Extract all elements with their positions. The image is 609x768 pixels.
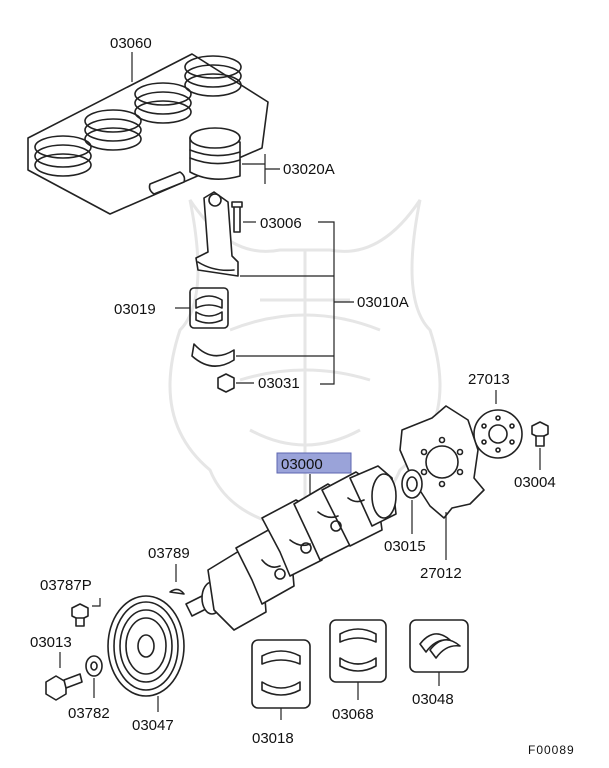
label-flex-plate-bolt[interactable]: 03004 bbox=[514, 474, 556, 491]
thrust-washer-group[interactable] bbox=[409, 619, 469, 686]
rod-nut-group[interactable] bbox=[217, 373, 254, 393]
watermark-emblem bbox=[168, 199, 442, 532]
label-crankshaft[interactable]: 03000 bbox=[281, 456, 323, 473]
rod-cap-group[interactable] bbox=[191, 343, 334, 367]
label-rod-bearing[interactable]: 03019 bbox=[114, 301, 156, 318]
label-thrust-washer[interactable]: 03048 bbox=[412, 691, 454, 708]
label-connecting-rod[interactable]: 03010A bbox=[357, 294, 409, 311]
rod-bearing-group[interactable] bbox=[175, 287, 229, 329]
piston-ring-set-2 bbox=[84, 109, 142, 151]
rod-body-leader bbox=[240, 275, 354, 303]
pulley-bolt-small-group[interactable] bbox=[71, 598, 101, 627]
crankshaft-label-highlight bbox=[276, 452, 352, 474]
label-main-bearing-upper[interactable]: 03068 bbox=[332, 706, 374, 723]
label-washer[interactable]: 03782 bbox=[68, 705, 110, 722]
label-woodruff-key[interactable]: 03789 bbox=[148, 545, 190, 562]
label-flex-plate[interactable]: 27012 bbox=[420, 565, 462, 582]
washer-group[interactable] bbox=[85, 655, 103, 698]
woodruff-key-group[interactable] bbox=[169, 564, 185, 595]
label-rod-nut[interactable]: 03031 bbox=[258, 375, 300, 392]
label-crank-pulley[interactable]: 03047 bbox=[132, 717, 174, 734]
main-bearing-upper-group[interactable] bbox=[329, 619, 387, 700]
label-pilot-bushing[interactable]: 03015 bbox=[384, 538, 426, 555]
label-rod-bolt[interactable]: 03006 bbox=[260, 215, 302, 232]
pulley-bolt-group[interactable] bbox=[45, 652, 83, 701]
label-flex-plate-adapter[interactable]: 27013 bbox=[468, 371, 510, 388]
crankshaft-group[interactable] bbox=[185, 465, 397, 631]
crank-pulley-group[interactable] bbox=[107, 595, 185, 712]
main-bearing-lower-group[interactable] bbox=[251, 639, 311, 720]
label-piston-rings[interactable]: 03060 bbox=[110, 35, 152, 52]
piston-ring-set-1 bbox=[34, 135, 92, 177]
label-pulley-bolt[interactable]: 03013 bbox=[30, 634, 72, 651]
flex-plate-adapter-group[interactable] bbox=[473, 390, 523, 459]
piston-ring-set-4 bbox=[184, 55, 242, 97]
flex-plate-bolt-group[interactable] bbox=[531, 421, 549, 470]
figure-code: F00089 bbox=[528, 743, 575, 757]
label-main-bearing-lower[interactable]: 03018 bbox=[252, 730, 294, 747]
piston-ring-set-3 bbox=[134, 82, 192, 124]
piston-group[interactable] bbox=[148, 127, 281, 195]
piston-rings-group[interactable] bbox=[27, 52, 269, 215]
connecting-rod-group[interactable] bbox=[195, 191, 256, 277]
rod-bolt-leader bbox=[318, 221, 335, 385]
label-pulley-bolt-small[interactable]: 03787P bbox=[40, 577, 92, 594]
label-piston[interactable]: 03020A bbox=[283, 161, 335, 178]
pilot-bushing-group[interactable] bbox=[401, 469, 423, 534]
